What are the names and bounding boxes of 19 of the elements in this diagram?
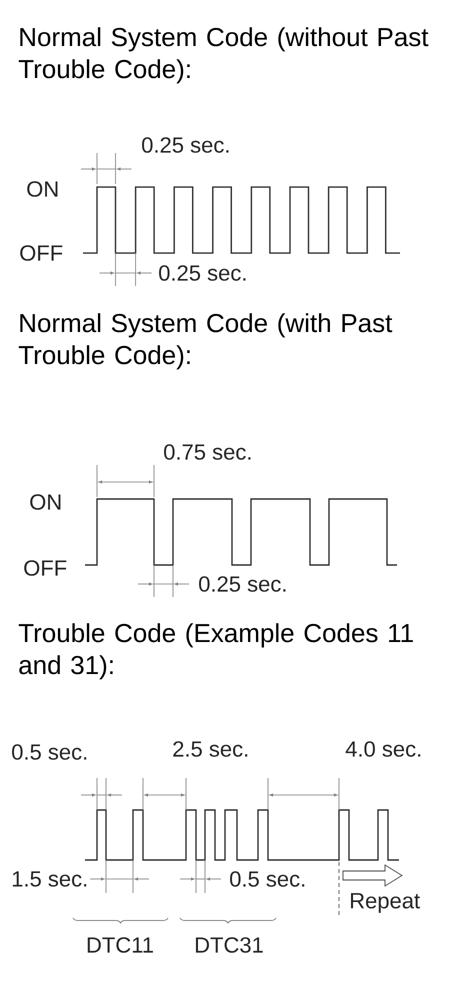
dimension-label: 4.0 sec.: [346, 741, 420, 757]
dimension-label: 2.5 sec.: [173, 741, 248, 757]
dimension-label: 0.75 sec.: [164, 444, 250, 460]
section-heading: Trouble Code (Example Codes 11 and 31):: [18, 623, 413, 680]
dimension-label: 0.25 sec.: [159, 265, 246, 281]
dimension-label: 0.5 sec.: [230, 871, 304, 887]
dimension-label: 0.5 sec.: [12, 744, 86, 760]
level-label: ON: [27, 181, 58, 197]
brace-label: DTC31: [196, 937, 263, 953]
level-label: OFF: [24, 560, 66, 576]
dimension-label: 1.5 sec.: [12, 871, 86, 887]
level-label: OFF: [20, 245, 62, 261]
level-label: ON: [30, 494, 60, 510]
section-heading: Normal System Code (with Past Trouble Code):: [18, 313, 392, 370]
note-label: Repeat: [351, 893, 420, 913]
dimension-label: 0.25 sec.: [199, 576, 286, 592]
dimension-label: 0.25 sec.: [142, 137, 228, 153]
section-heading: Normal System Code (without Past Trouble Code):: [18, 27, 428, 84]
brace-label: DTC11: [88, 937, 153, 953]
